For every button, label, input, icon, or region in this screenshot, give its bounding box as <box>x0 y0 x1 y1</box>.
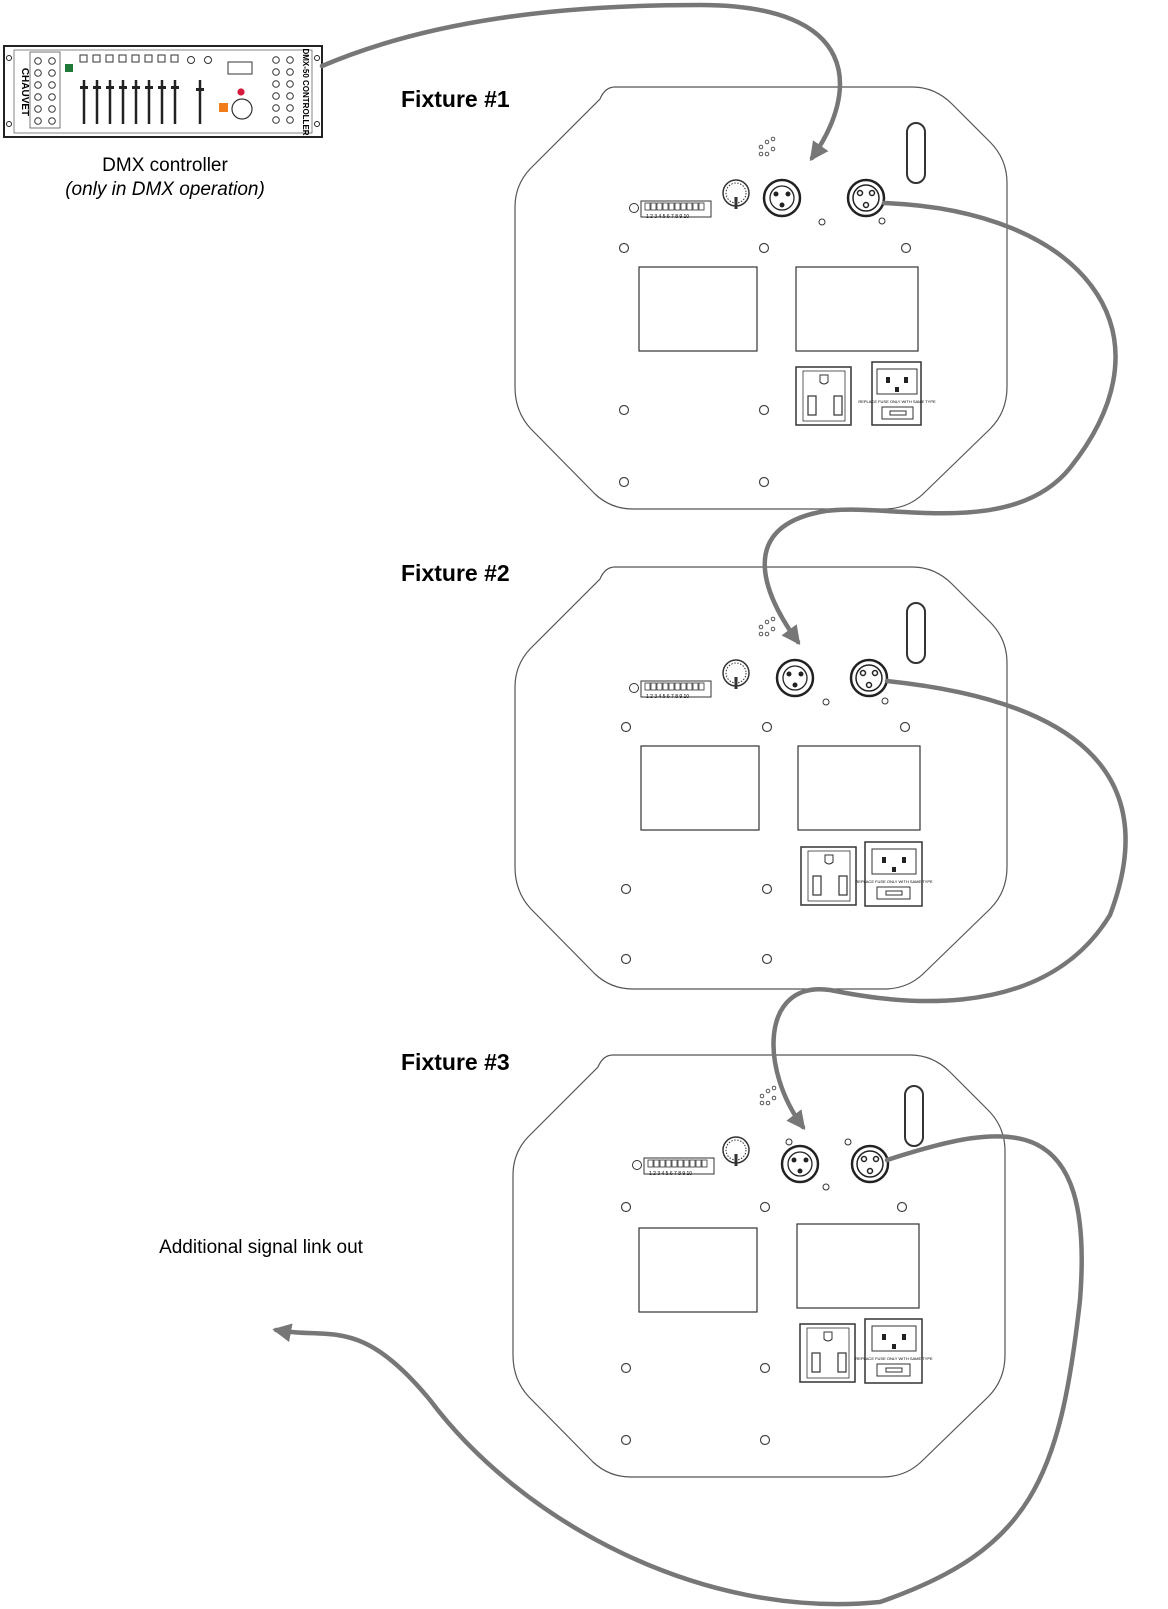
fixture-1-panel: 1 2 3 4 5 6 7 8 9 10 REPLACE FUSE ONLY W… <box>514 86 1008 510</box>
controller-brand: CHAUVET <box>19 68 30 116</box>
controller-model: DMX-50 CONTROLLER <box>301 48 310 135</box>
controller-caption-sub: (only in DMX operation) <box>65 179 265 200</box>
cable-fixture-3-link-out <box>272 1134 1084 1607</box>
fuse-label: REPLACE FUSE ONLY WITH SAME TYPE <box>855 1356 933 1361</box>
controller-orange-led <box>219 103 228 112</box>
dmx-controller: CHAUVET <box>3 45 323 138</box>
fixture-2-title: Fixture #2 <box>401 560 510 586</box>
power-outlet <box>795 366 852 426</box>
controller-caption: DMX controller (only in DMX operation) <box>40 154 290 202</box>
cable-controller-to-fixture-1 <box>319 2 843 162</box>
cable-fixture-2-to-fixture-3 <box>771 678 1128 1131</box>
link-out-label: Additional signal link out <box>159 1237 363 1258</box>
dip-switch-numbers: 1 2 3 4 5 6 7 8 9 10 <box>646 694 689 700</box>
dmx-in-connector <box>775 658 815 698</box>
dmx-in-connector <box>762 178 802 218</box>
dmx-in-connector <box>780 1144 820 1184</box>
fixture-2-panel: 1 2 3 4 5 6 7 8 9 10 REPLACE FUSE ONLY W… <box>514 566 1008 990</box>
controller-caption-title: DMX controller <box>102 155 228 176</box>
dmx-cables <box>272 2 1128 1607</box>
fixture-3-panel: 1 2 3 4 5 6 7 8 9 10 REPLACE FUSE ONLY W… <box>512 1054 1006 1478</box>
power-outlet <box>799 1323 856 1383</box>
fixture-3-title: Fixture #3 <box>401 1049 510 1075</box>
fuse-label: REPLACE FUSE ONLY WITH SAME TYPE <box>855 879 933 884</box>
power-outlet <box>800 846 857 906</box>
dip-switch-numbers: 1 2 3 4 5 6 7 8 9 10 <box>646 214 689 220</box>
controller-green-led <box>65 64 73 72</box>
controller-red-led <box>237 88 245 96</box>
fuse-label: REPLACE FUSE ONLY WITH SAME TYPE <box>858 399 936 404</box>
cable-fixture-1-to-fixture-2 <box>762 200 1118 646</box>
dip-switch-numbers: 1 2 3 4 5 6 7 8 9 10 <box>649 1171 692 1177</box>
fixture-1-title: Fixture #1 <box>401 86 510 112</box>
